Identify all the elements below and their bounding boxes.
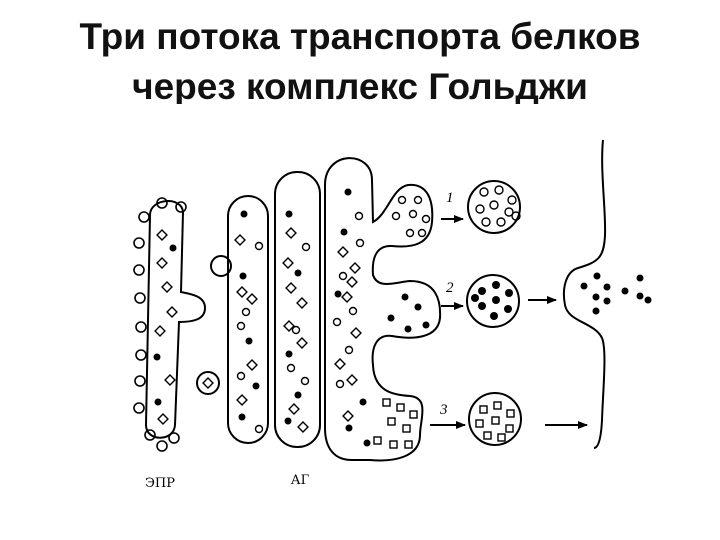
golgi-cisterna-trans	[325, 158, 440, 460]
golgi-cisterna-1	[228, 196, 268, 443]
label-pathway-3: 3	[439, 402, 448, 418]
open-cargo-diamonds	[155, 228, 361, 432]
golgi-cisterna-2	[275, 172, 320, 447]
plasma-membrane	[564, 140, 605, 448]
label-er: ЭПР	[145, 476, 175, 491]
vesicle-pathway-3	[469, 393, 521, 445]
label-pathway-2: 2	[446, 280, 454, 296]
open-cargo-circles	[238, 186, 521, 433]
er-golgi-vesicle-bottom	[197, 372, 219, 394]
label-pathway-1: 1	[446, 190, 454, 206]
label-golgi: АГ	[291, 473, 310, 488]
